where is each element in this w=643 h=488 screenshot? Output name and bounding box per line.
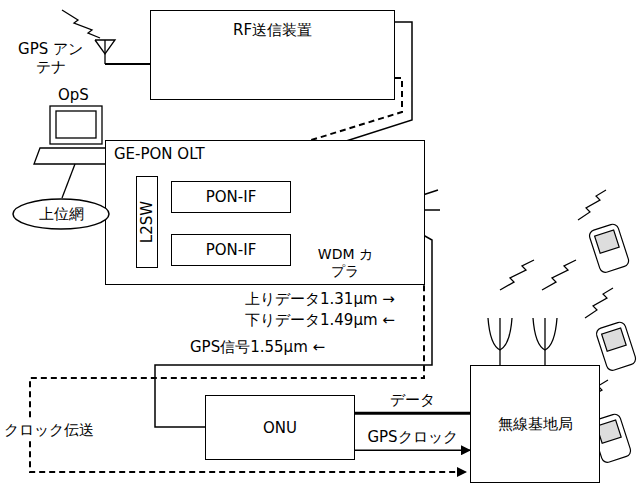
node-text: RF送信装置 xyxy=(233,21,312,39)
label-text: GPS アンテナ xyxy=(18,40,83,76)
node-text: PON-IF xyxy=(206,241,257,259)
node-text: L2SW xyxy=(138,201,156,243)
node-text: GE-PON OLT xyxy=(114,145,205,163)
connector-line xyxy=(355,450,470,452)
node-text: ONU xyxy=(263,419,297,437)
interface-box: PON-IF xyxy=(171,234,291,266)
switch-box: L2SW xyxy=(136,176,158,268)
edge-label: データ xyxy=(388,391,437,410)
label-text: OpS xyxy=(58,86,89,104)
label-text: 下りデータ1.49μm ← xyxy=(245,311,395,329)
label-text: GPS信号1.55μm ← xyxy=(190,338,325,356)
label-text: クロック伝送 xyxy=(4,421,94,439)
interface-box: PON-IF xyxy=(171,181,291,213)
text-label: OpS xyxy=(58,86,89,104)
network-ellipse: 上位網 xyxy=(12,198,110,230)
text-label: 下りデータ1.49μm ← xyxy=(245,311,395,329)
node-text: 上位網 xyxy=(39,205,84,223)
base-antennas xyxy=(488,260,576,365)
node-text: 無線基地局 xyxy=(498,415,573,433)
connector-line xyxy=(355,412,470,415)
ellipse-outline xyxy=(13,199,109,229)
label-text: WDM カプラ xyxy=(318,246,373,279)
base-station-box: 無線基地局 xyxy=(470,365,600,483)
text-label: 上りデータ1.31μm → xyxy=(245,290,395,308)
device-box: RF送信装置 xyxy=(150,10,395,100)
text-label: GPS アンテナ xyxy=(16,40,85,76)
text-label: クロック伝送 xyxy=(2,420,96,440)
olt-housing: GE-PON OLT L2SW PON-IF PON-IF xyxy=(105,140,425,285)
edge-label: GPSクロック xyxy=(365,428,459,447)
onu-box: ONU xyxy=(205,395,355,460)
text-label: GPS信号1.55μm ← xyxy=(190,338,325,356)
text-label: WDM カプラ xyxy=(316,246,375,280)
node-text: PON-IF xyxy=(206,188,257,206)
label-text: 上りデータ1.31μm → xyxy=(245,290,395,308)
